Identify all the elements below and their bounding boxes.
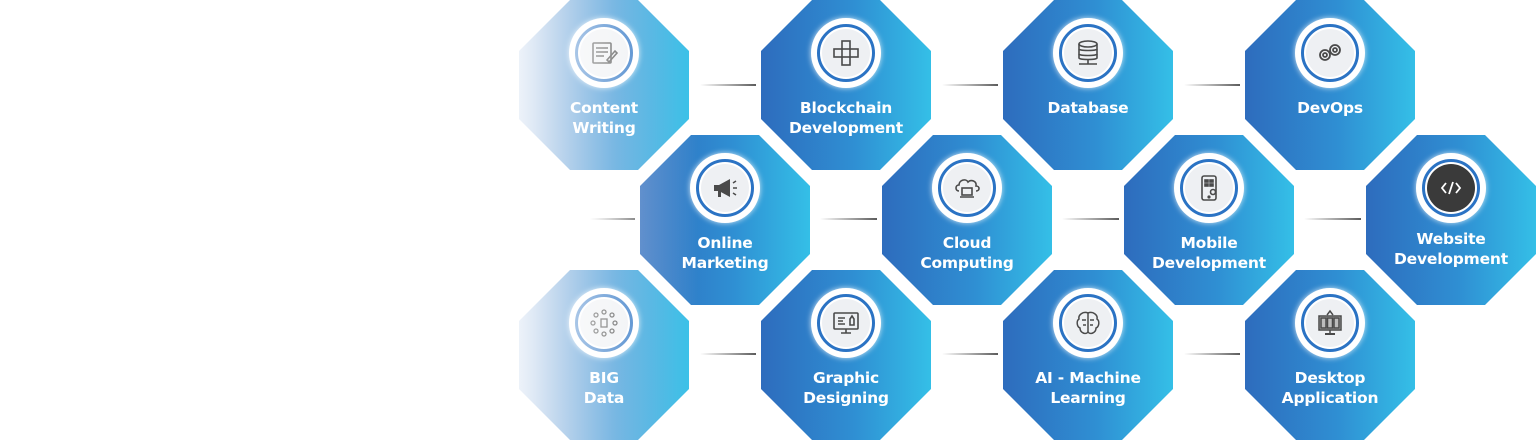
icon-badge [690,153,760,223]
big-data-network-icon [590,309,618,337]
connector-line [700,84,762,86]
connector-line [590,218,642,220]
service-label: DevOps [1297,99,1363,117]
icon-badge [811,288,881,358]
monitor-design-icon [833,312,859,334]
service-tile-database[interactable]: Database [1003,0,1173,170]
document-pencil-icon [592,42,619,64]
icon-badge [1053,288,1123,358]
connector-line [1304,218,1367,220]
icon-badge [932,153,1002,223]
icon-badge [1295,18,1365,88]
service-label: Database [1047,99,1129,117]
code-brackets-icon [1440,181,1462,195]
connector-line [1062,218,1125,220]
icon-badge [811,18,881,88]
brain-icon [1076,311,1100,335]
icon-badge [569,288,639,358]
connector-line [942,353,1004,355]
icon-badge [1174,153,1244,223]
connector-line [820,218,883,220]
connector-line [1184,84,1246,86]
gears-cycle-icon [1319,44,1341,61]
connector-line [700,353,762,355]
icon-badge [569,18,639,88]
megaphone-icon [714,179,737,197]
connector-line [942,84,1004,86]
cloud-laptop-icon [955,179,980,198]
icon-badge [1295,288,1365,358]
icon-badge [1053,18,1123,88]
blockchain-cubes-icon [833,40,859,66]
service-tile-devops[interactable]: DevOps [1245,0,1415,170]
database-icon [1078,40,1098,65]
mobile-gear-icon [1201,175,1217,201]
desktop-app-icon [1318,309,1342,335]
icon-badge [1416,153,1486,223]
connector-line [1184,353,1246,355]
